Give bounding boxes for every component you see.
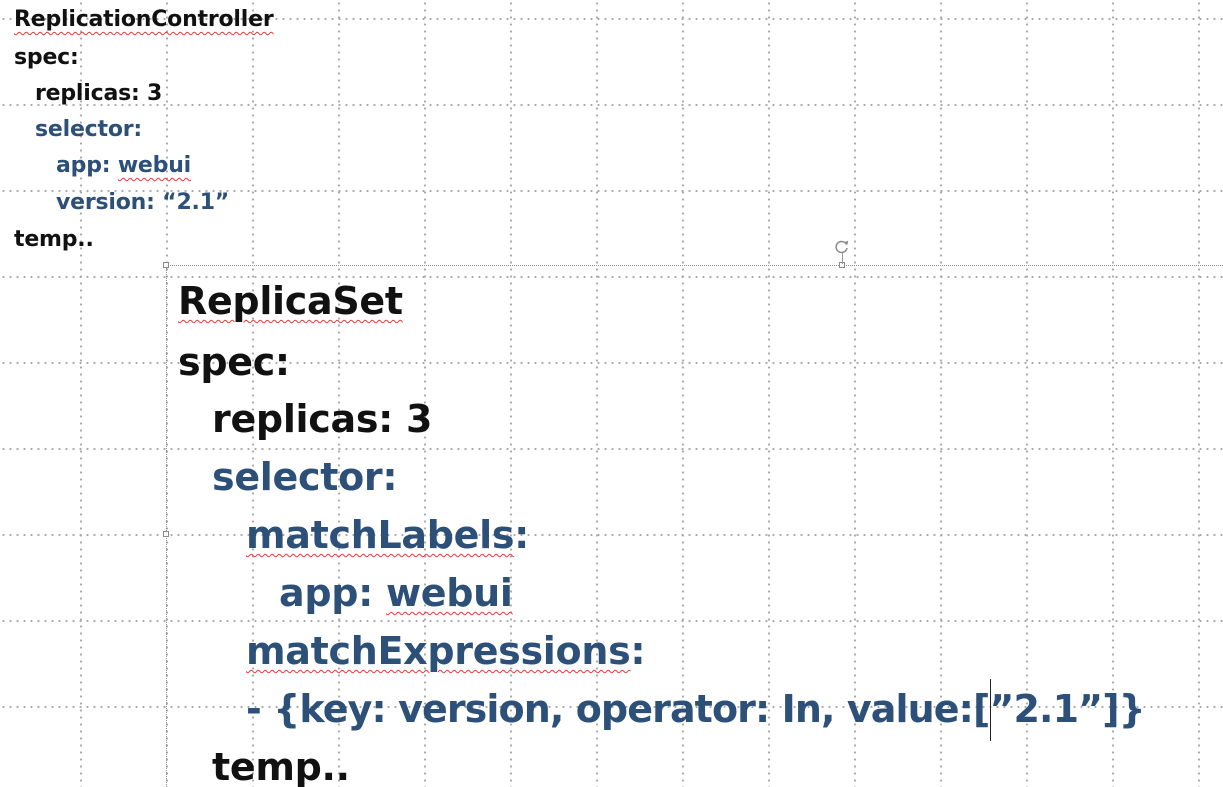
rs-template: temp.. <box>212 745 350 787</box>
rs-match-expression-item: - {key: version, operator: In, value:[”2… <box>246 687 1146 731</box>
text-cursor <box>990 679 991 741</box>
rc-spec: spec: <box>14 45 79 70</box>
rs-app-value: webui <box>385 571 513 615</box>
rs-match-labels-line: matchLabels: <box>246 516 529 554</box>
rc-template: temp.. <box>14 227 94 252</box>
rs-expression-after-caret: ”2.1”]} <box>989 687 1145 731</box>
rs-match-labels-key: matchLabels <box>246 513 515 557</box>
rc-kind-line: ReplicationController <box>14 7 274 32</box>
replica-set-textbox[interactable]: ReplicaSet spec: replicas: 3 selector: m… <box>178 282 1218 787</box>
rs-kind: ReplicaSet <box>178 279 403 323</box>
rc-version: version: “2.1” <box>56 190 230 215</box>
rs-expression-before-caret: - {key: version, operator: In, value:[ <box>246 687 990 731</box>
rc-app-key: app: <box>56 153 118 178</box>
rc-selector: selector: <box>35 117 142 142</box>
resize-handle-left-middle[interactable] <box>163 531 169 537</box>
selected-textbox-border[interactable] <box>166 265 1223 787</box>
rs-kind-line: ReplicaSet <box>178 282 403 320</box>
rs-replicas: replicas: 3 <box>212 397 433 441</box>
rs-app-line: app: webui <box>279 574 513 612</box>
rc-kind: ReplicationController <box>14 7 274 32</box>
resize-handle-top-left[interactable] <box>163 262 169 268</box>
rs-match-expressions-colon: : <box>630 629 646 673</box>
rc-replicas: replicas: 3 <box>35 81 163 106</box>
rs-spec: spec: <box>178 340 290 384</box>
rc-app-value: webui <box>117 153 192 178</box>
rs-selector: selector: <box>212 455 398 499</box>
rotate-handle-icon[interactable] <box>834 239 850 255</box>
rs-app-key: app: <box>279 571 386 615</box>
rs-match-labels-colon: : <box>514 513 530 557</box>
rs-match-expressions-key: matchExpressions <box>246 629 631 673</box>
rs-match-expressions-line: matchExpressions: <box>246 629 646 673</box>
rotate-handle-stem <box>842 253 843 264</box>
replication-controller-textbox[interactable]: ReplicationController spec: replicas: 3 … <box>14 6 334 256</box>
rc-app-line: app: webui <box>56 155 191 177</box>
